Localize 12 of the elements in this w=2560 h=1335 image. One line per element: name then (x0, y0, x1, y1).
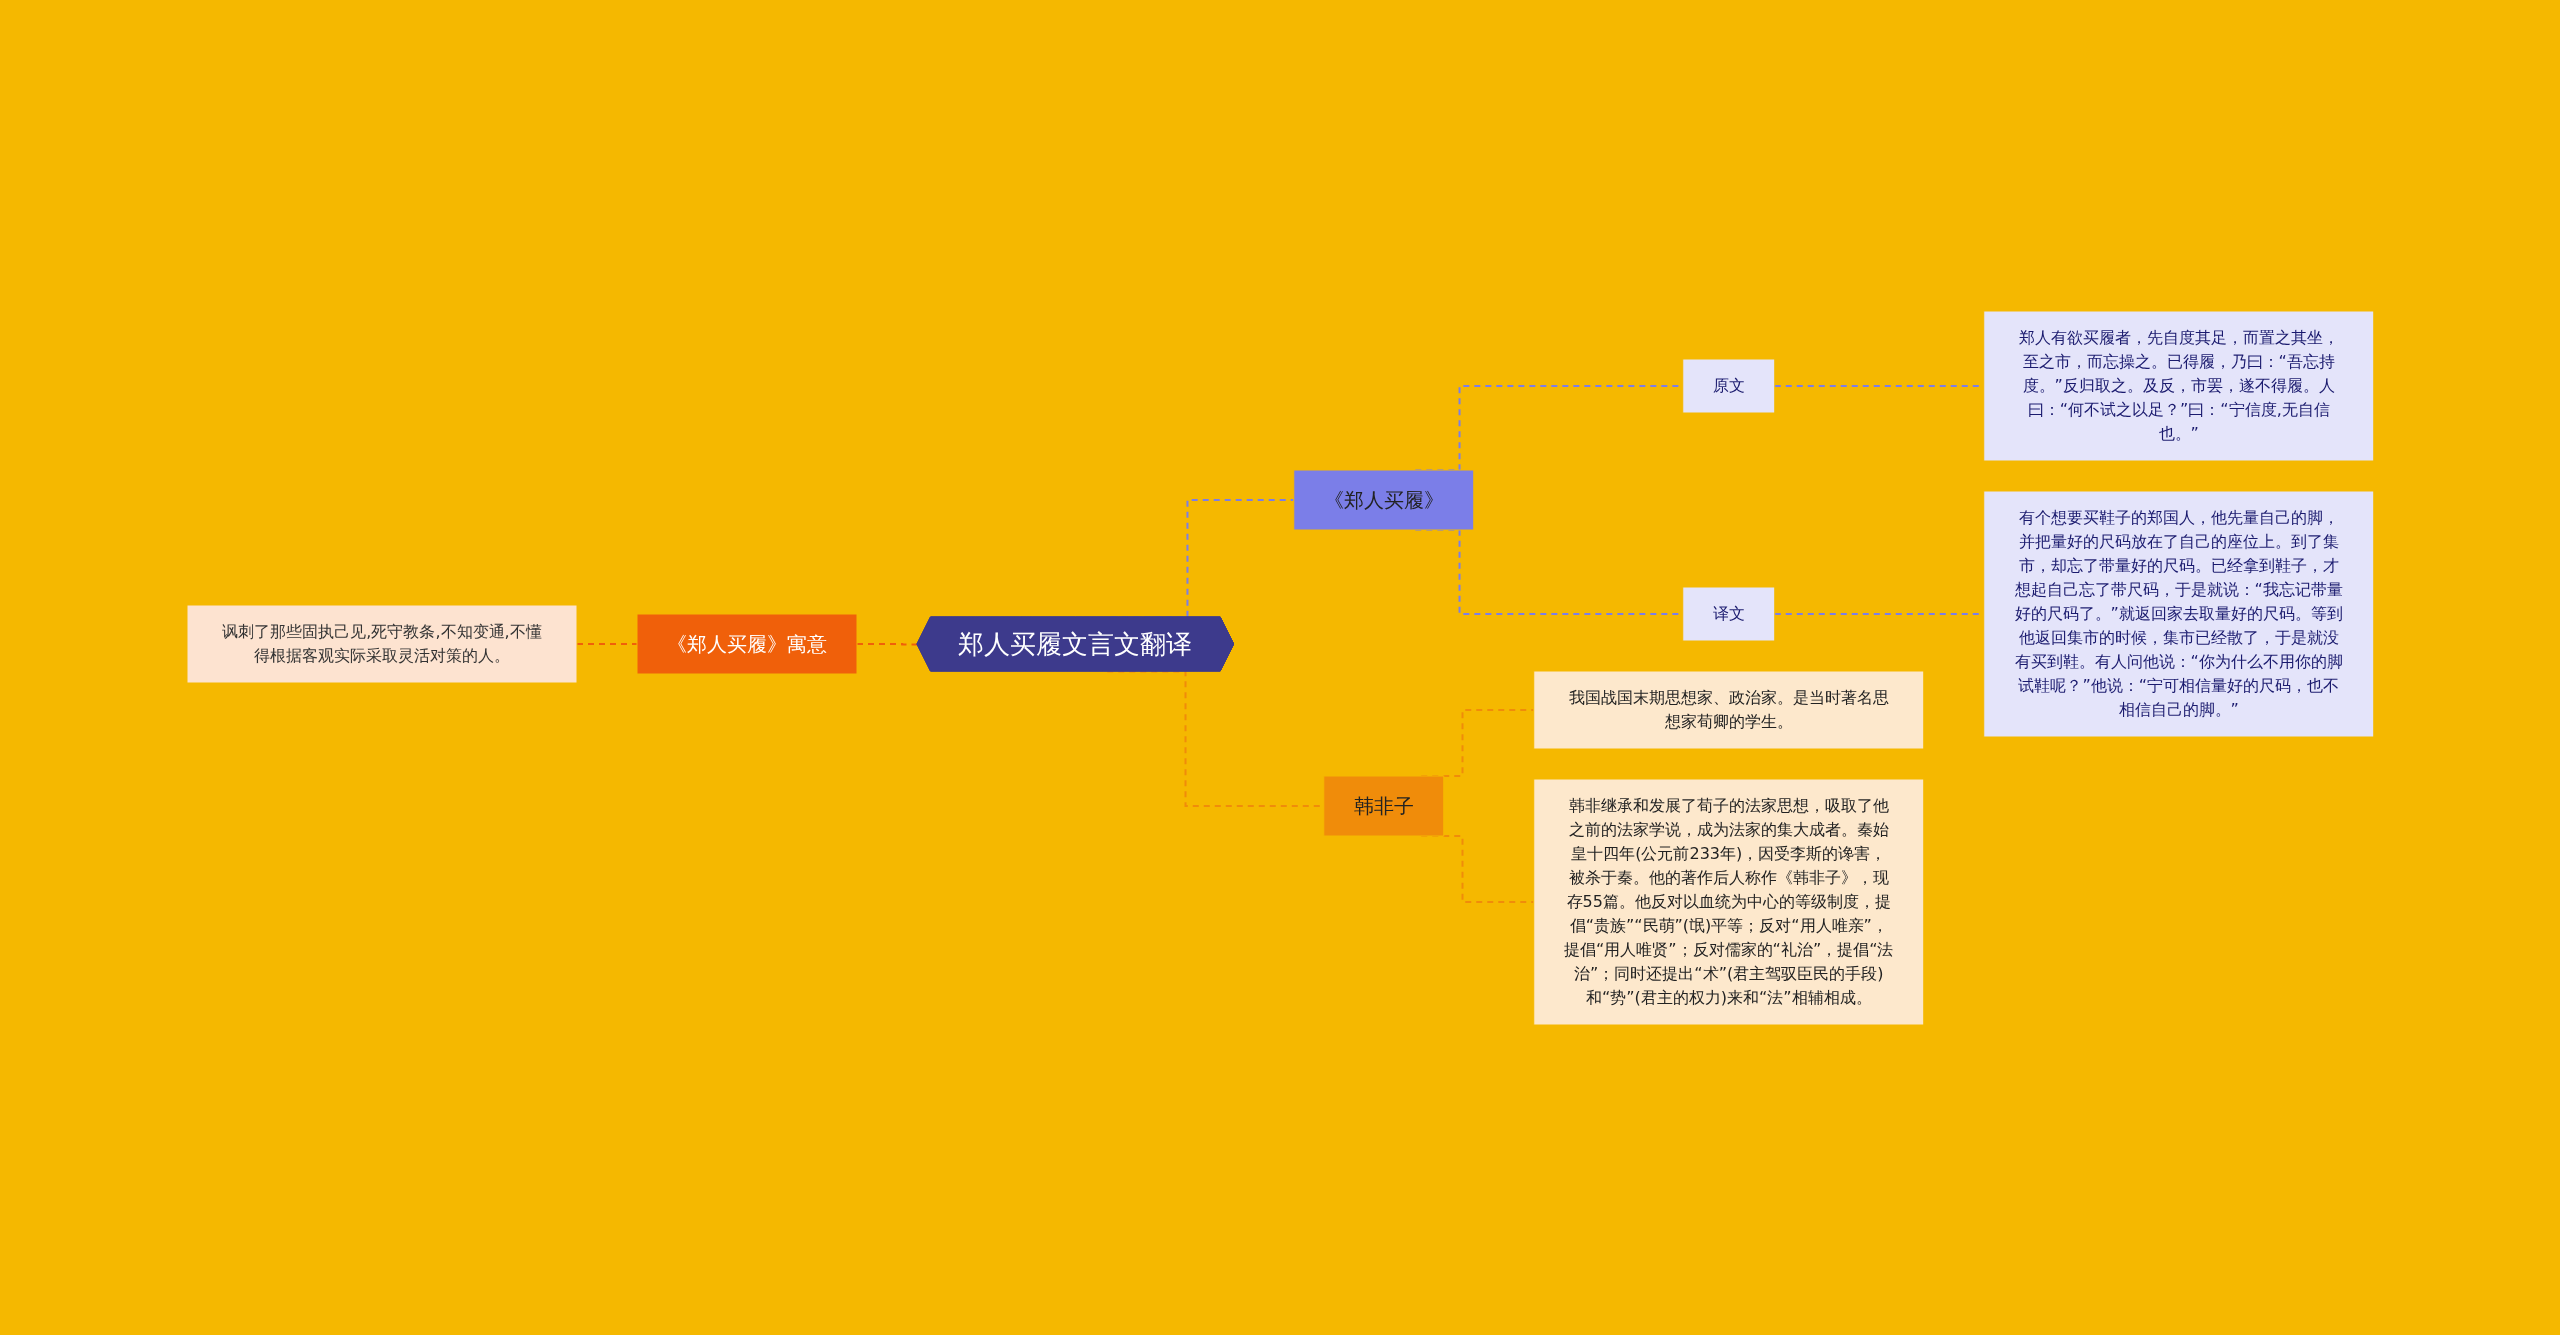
node-box: 韩非继承和发展了荀子的法家思想，吸取了他之前的法家学说，成为法家的集大成者。秦始皇十四年(公元前233年)，因受李斯的谗害，被杀于秦。他的著作后人称作《韩非子》，现存55篇。他反对以血统为中心的等级制度，提倡“贵族”“民萌”(氓)平等；反对“用人唯亲”，提倡“用人唯贤”；反对儒家的“礼治”，提倡“法治”；同时还提出“术”(君主驾驭臣民的手段)和“势”(君主的权力)来和“法”相辅相成。 (1532, 778, 1924, 1025)
connector (575, 642, 638, 645)
node-box: 讽刺了那些固执己见,死守教条,不知变通,不懂得根据客观实际采取灵活对策的人。 (186, 604, 578, 683)
node-box: 《郑人买履》寓意 (636, 613, 858, 674)
connector (855, 642, 919, 645)
node-box: 《郑人买履》 (1292, 469, 1474, 530)
node-box: 郑人有欲买履者，先自度其足，而置之其坐，至之市，而忘操之。已得履，乃曰：“吾忘持度。”反归取之。及反，市罢，遂不得履。人曰：“何不试之以足？”曰：“宁信度,无自信也。” (1982, 310, 2374, 461)
node-box: 有个想要买鞋子的郑国人，他先量自己的脚，并把量好的尺码放在了自己的座位上。到了集市，却忘了带量好的尺码。已经拿到鞋子，才想起自己忘了带尺码，于是就说：“我忘记带量好的尺码了。”就返回家去取量好的尺码。等到他返回集市的时候，集市已经散了，于是就没有买到鞋。有人问他说：“你为什么不用你的脚试鞋呢？”他说：“宁可相信量好的尺码，也不相信自己的脚。” (1982, 490, 2374, 737)
node-box: 我国战国末期思想家、政治家。是当时著名思想家荀卿的学生。 (1532, 670, 1924, 749)
node-box: 译文 (1681, 586, 1775, 641)
node-box: 韩非子 (1322, 775, 1444, 836)
node-box: 原文 (1681, 358, 1775, 413)
